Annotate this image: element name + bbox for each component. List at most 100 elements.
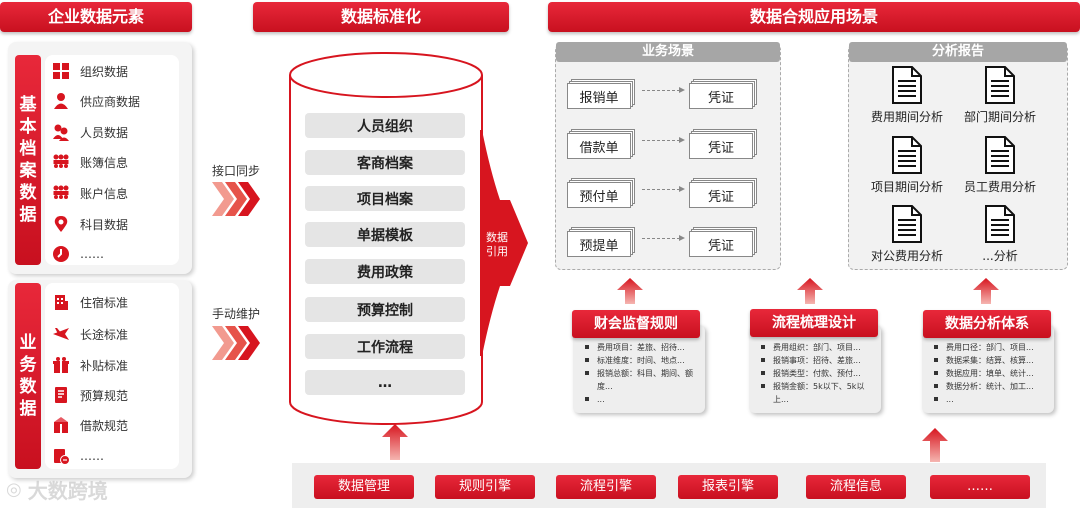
standard-item: 客商档案 <box>305 150 465 175</box>
source-document-label: 借款单 <box>567 133 631 159</box>
list-item-label: 预算规范 <box>80 388 129 403</box>
chevron-right-icon <box>212 182 262 220</box>
ledger-icon <box>52 386 70 404</box>
voucher-document-label: 凭证 <box>689 231 753 257</box>
report-item-label: ...分析 <box>982 249 1018 263</box>
report-item: 部门期间分析 <box>955 66 1045 125</box>
standard-item: … <box>305 370 465 395</box>
grid-icon <box>52 62 70 80</box>
rule-line: 报销事项：招待、差旅... <box>761 354 875 367</box>
standard-item: 费用政策 <box>305 259 465 284</box>
report-item: 员工费用分析 <box>955 136 1045 195</box>
chevron-right-icon <box>212 326 262 364</box>
gift-icon <box>52 356 70 374</box>
source-document-label: 预提单 <box>567 231 631 257</box>
business-data-list <box>45 283 179 469</box>
report-item: 费用期间分析 <box>862 66 952 125</box>
list-item: 借款规范 <box>52 413 128 437</box>
watermark-logo-icon: ◎ <box>6 478 22 500</box>
rule-title: 流程梳理设计 <box>750 309 878 337</box>
list-item-label: 账户信息 <box>80 186 129 201</box>
right-title: 数据合规应用场景 <box>548 2 1080 32</box>
report-panel <box>848 44 1068 270</box>
source-document-label: 预付单 <box>567 182 631 208</box>
rule-card: 费用组织：部门、项目... 报销事项：招待、差旅... 报销类型：付款、预付..… <box>749 325 881 413</box>
up-arrow-icon <box>617 278 643 308</box>
platform-bar <box>292 463 1046 508</box>
list-item-label: 补贴标准 <box>80 358 129 373</box>
list-item-label: 住宿标准 <box>80 295 129 310</box>
list-item-label: 账簿信息 <box>80 155 129 170</box>
basic-archive-label: 基本档案数据 <box>15 55 41 265</box>
standard-item: 项目档案 <box>305 186 465 211</box>
rule-title: 数据分析体系 <box>923 310 1051 338</box>
building-icon <box>52 293 70 311</box>
standard-item: 单据模板 <box>305 222 465 247</box>
flow-arrow <box>642 186 685 192</box>
list-item: 供应商数据 <box>52 89 140 113</box>
report-item-label: 对公费用分析 <box>870 249 943 263</box>
list-item: 组织数据 <box>52 59 128 83</box>
rule-line: 费用口径：部门、项目... <box>934 341 1048 354</box>
box-icon <box>52 416 70 434</box>
rule-line: 报销类型：付款、预付... <box>761 367 875 380</box>
business-data-label-text: 业务数据 <box>19 333 37 419</box>
list-item-label: …… <box>80 247 104 261</box>
report-title: 分析报告 <box>849 42 1067 62</box>
list-item-label: 借款规范 <box>80 418 129 433</box>
basic-archive-label-text: 基本档案数据 <box>19 95 37 225</box>
report-item: 对公费用分析 <box>862 205 952 264</box>
document-icon <box>892 205 922 243</box>
watermark-text: 大数跨境 <box>27 478 108 503</box>
rule-line: 数据分析：统计、加工... <box>934 380 1048 393</box>
platform-button[interactable]: 数据管理 <box>314 475 414 499</box>
list-item: 长途标准 <box>52 322 128 346</box>
voucher-document: 凭证 <box>689 79 757 111</box>
document-icon <box>892 66 922 104</box>
list-item-label: 人员数据 <box>80 125 129 140</box>
voucher-document: 凭证 <box>689 227 757 259</box>
list-item-label: …… <box>80 449 104 463</box>
data-reference-label: 数据 引用 <box>486 231 508 258</box>
list-item: 账簿信息 <box>52 150 128 174</box>
rule-line: 报销金额：5k以下、5k以上... <box>761 380 875 406</box>
platform-button[interactable]: 流程信息 <box>806 475 906 499</box>
data-reference-arrow <box>480 130 530 360</box>
list-item: …… <box>52 242 104 266</box>
source-document: 预提单 <box>567 227 635 259</box>
left-title: 企业数据元素 <box>0 2 192 32</box>
list-item: 科目数据 <box>52 212 128 236</box>
standard-item: 工作流程 <box>305 334 465 359</box>
list-item: 人员数据 <box>52 120 128 144</box>
rule-line: ... <box>585 393 699 406</box>
scenario-title: 业务场景 <box>556 42 780 62</box>
rule-line: ... <box>934 393 1048 406</box>
platform-button[interactable]: 报表引擎 <box>678 475 778 499</box>
document-icon <box>892 136 922 174</box>
list-item: 补贴标准 <box>52 353 128 377</box>
rule-line: 标准维度：时间、地点... <box>585 354 699 367</box>
voucher-document-label: 凭证 <box>689 133 753 159</box>
list-item: 预算规范 <box>52 383 128 407</box>
platform-button[interactable]: 规则引擎 <box>435 475 535 499</box>
report-item-label: 部门期间分析 <box>963 110 1036 124</box>
voucher-document-label: 凭证 <box>689 83 753 109</box>
business-data-label: 业务数据 <box>15 283 41 469</box>
platform-button[interactable]: …… <box>930 475 1030 499</box>
coin-icon <box>52 447 70 465</box>
document-icon <box>985 66 1015 104</box>
person-icon <box>52 92 70 110</box>
report-item: ...分析 <box>955 205 1045 264</box>
document-icon <box>985 205 1015 243</box>
rule-title: 财会监督规则 <box>572 310 700 338</box>
document-icon <box>985 136 1015 174</box>
group-icon <box>52 153 70 171</box>
sync-manual-label: 手动维护 <box>212 307 261 321</box>
list-item-label: 组织数据 <box>80 64 129 79</box>
middle-title: 数据标准化 <box>253 2 509 32</box>
voucher-document: 凭证 <box>689 129 757 161</box>
sync-auto-label: 接口同步 <box>212 164 261 178</box>
platform-button[interactable]: 流程引擎 <box>556 475 656 499</box>
plane-icon <box>52 325 70 343</box>
rule-line: 数据应用：填单、统计... <box>934 367 1048 380</box>
